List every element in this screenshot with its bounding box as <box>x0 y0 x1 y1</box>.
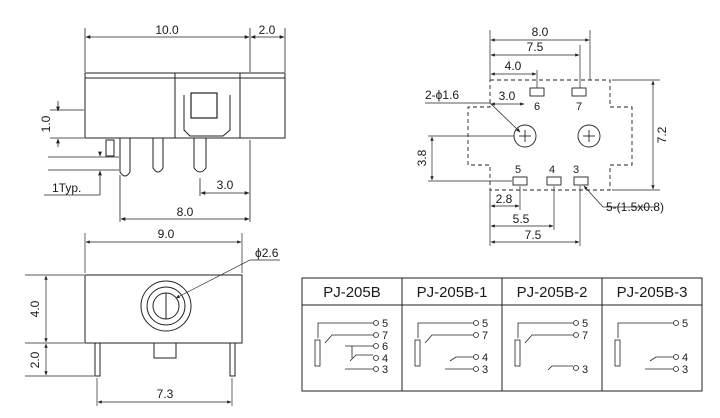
footprint-slot-6 <box>529 87 545 97</box>
variant-header-4: PJ-205B-3 <box>617 284 688 301</box>
pin-b-6: 6 <box>382 341 388 353</box>
schematic-pj205b-2 <box>514 320 579 371</box>
pin-b-5: 5 <box>382 318 388 330</box>
dim-side-right: 2.0 <box>259 23 276 37</box>
front-body <box>84 274 243 344</box>
dim-side-height: 1.0 <box>39 115 53 132</box>
pin-b1-4: 4 <box>482 352 488 364</box>
fp-pin-3: 3 <box>573 164 579 176</box>
pin-2 <box>152 138 164 173</box>
dim-fp-upper: 4.0 <box>505 59 522 73</box>
dim-fp-outer: 8.0 <box>532 25 549 39</box>
footprint-slot-5 <box>512 176 528 186</box>
fp-pin-4: 4 <box>549 164 555 176</box>
variant-header-1: PJ-205B <box>323 284 381 301</box>
dim-side-pin-span: 8.0 <box>177 205 194 219</box>
dim-fp-hole-offset: 3.0 <box>499 89 516 103</box>
dim-fp-hole-label: 2-ϕ1.6 <box>425 88 459 102</box>
pin-b1-5: 5 <box>482 318 488 330</box>
variants-table <box>301 277 703 392</box>
schematic-pj205b-3 <box>614 320 679 372</box>
pin-b-3: 3 <box>382 364 388 376</box>
pin-b1-3: 3 <box>482 364 488 376</box>
variant-header-3: PJ-205B-2 <box>517 284 588 301</box>
dim-front-width: 9.0 <box>158 227 175 241</box>
side-body <box>84 72 286 139</box>
fp-pin-7: 7 <box>576 101 582 113</box>
fp-pin-5: 5 <box>515 164 521 176</box>
fp-pin-6: 6 <box>534 101 540 113</box>
dim-front-pin: 2.0 <box>28 351 42 368</box>
footprint-slot-7 <box>571 87 587 97</box>
pin-b-7: 7 <box>382 330 388 342</box>
footprint-hole-2 <box>577 124 601 148</box>
schematic-pj205b <box>314 320 379 372</box>
front-pin-right <box>229 342 236 377</box>
dim-fp-b1: 2.8 <box>496 192 513 206</box>
pin-b1-7: 7 <box>482 330 488 342</box>
pin-b-4: 4 <box>382 353 388 365</box>
pin-1 <box>119 138 131 177</box>
front-pin-left <box>94 342 101 377</box>
pin-3 <box>193 138 207 173</box>
dim-fp-left: 3.8 <box>415 149 429 166</box>
dim-fp-b2: 5.5 <box>513 212 530 226</box>
schematic-pj205b-1 <box>414 320 479 372</box>
dim-front-hole: ϕ2.6 <box>255 246 279 260</box>
footprint-slot-4 <box>546 176 562 186</box>
dim-side-pin: 1Typ. <box>52 181 81 195</box>
dim-fp-slot-label: 5-(1.5x0.8) <box>606 200 664 214</box>
dim-side-width: 10.0 <box>155 23 179 37</box>
footprint-slot-3 <box>573 176 589 186</box>
dim-front-bottom: 7.3 <box>157 387 174 401</box>
pin-b3-3: 3 <box>682 364 688 376</box>
dim-fp-mid: 7.5 <box>527 40 544 54</box>
pin-b3-5: 5 <box>682 318 688 330</box>
front-view <box>25 233 280 406</box>
side-view <box>44 28 286 222</box>
dim-fp-b3: 7.5 <box>525 228 542 242</box>
variant-header-2: PJ-205B-1 <box>417 284 488 301</box>
dim-front-height: 4.0 <box>28 300 42 317</box>
pin-b2-7: 7 <box>582 330 588 342</box>
pin-b2-5: 5 <box>582 318 588 330</box>
pin-b2-3: 3 <box>582 364 588 376</box>
pin-b3-4: 4 <box>682 352 688 364</box>
footprint-view <box>425 30 660 246</box>
front-jack-outer <box>140 280 192 332</box>
dim-side-pin-gap: 3.0 <box>217 178 234 192</box>
dim-fp-height: 7.2 <box>655 126 669 143</box>
